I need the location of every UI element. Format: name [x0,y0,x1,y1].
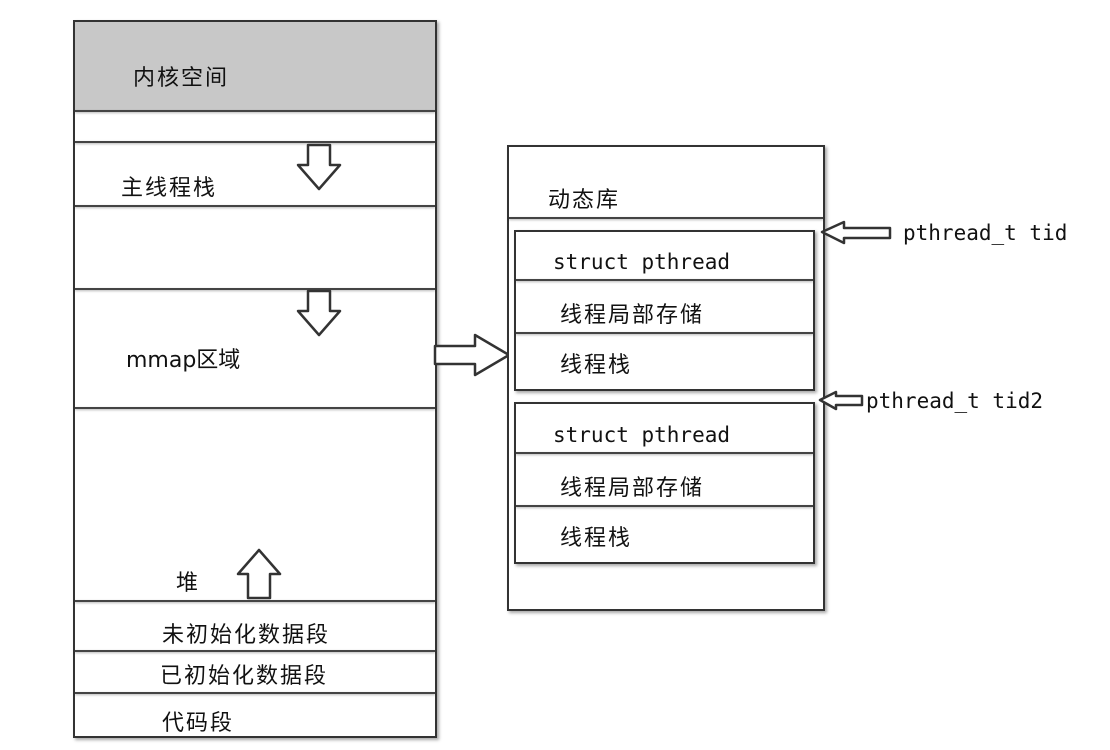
kernel-space-region [75,22,435,110]
thread-2-tid-arrow [818,390,864,411]
thread-1-divider-tls [516,332,813,334]
heap-label: 堆 [176,571,201,596]
divider-data [75,692,435,694]
thread-1-tid-label: pthread_t tid [903,221,1068,245]
code-segment-label: 代码段 [162,711,235,736]
thread-2-tls: 线程局部存储 [560,476,705,501]
divider-library-title [509,217,823,219]
bss-segment-label: 未初始化数据段 [162,623,331,648]
mmap-region-label: mmap区域 [126,348,241,373]
mmap-grow-down-arrow [296,289,342,337]
thread-2-divider-struct [516,452,813,454]
thread-1-divider-struct [516,279,813,281]
dynamic-library-title: 动态库 [548,188,621,213]
kernel-space-label: 内核空间 [133,66,230,91]
divider-stack-top [75,141,435,143]
main-thread-stack-label: 主线程栈 [121,176,218,201]
thread-2-divider-tls [516,505,813,507]
thread-1-struct-pthread: struct pthread [553,250,731,274]
thread-1-stack: 线程栈 [560,353,633,378]
heap-grow-up-arrow [236,548,282,600]
divider-bss [75,650,435,652]
thread-2-block [514,402,815,564]
divider-kernel [75,110,435,112]
divider-heap [75,600,435,602]
thread-2-stack: 线程栈 [560,526,633,551]
mmap-to-library-arrow [433,333,511,377]
thread-2-tid-label: pthread_t tid2 [866,389,1044,413]
divider-mmap-top [75,288,435,290]
process-address-space [73,20,437,738]
data-segment-label: 已初始化数据段 [160,664,329,689]
thread-1-block [514,230,815,391]
divider-stack-bottom [75,205,435,207]
stack-grow-down-arrow [296,143,342,191]
thread-1-tid-arrow [820,220,892,245]
thread-1-tls: 线程局部存储 [560,303,705,328]
thread-2-struct-pthread: struct pthread [553,423,731,447]
divider-mmap-bottom [75,407,435,409]
